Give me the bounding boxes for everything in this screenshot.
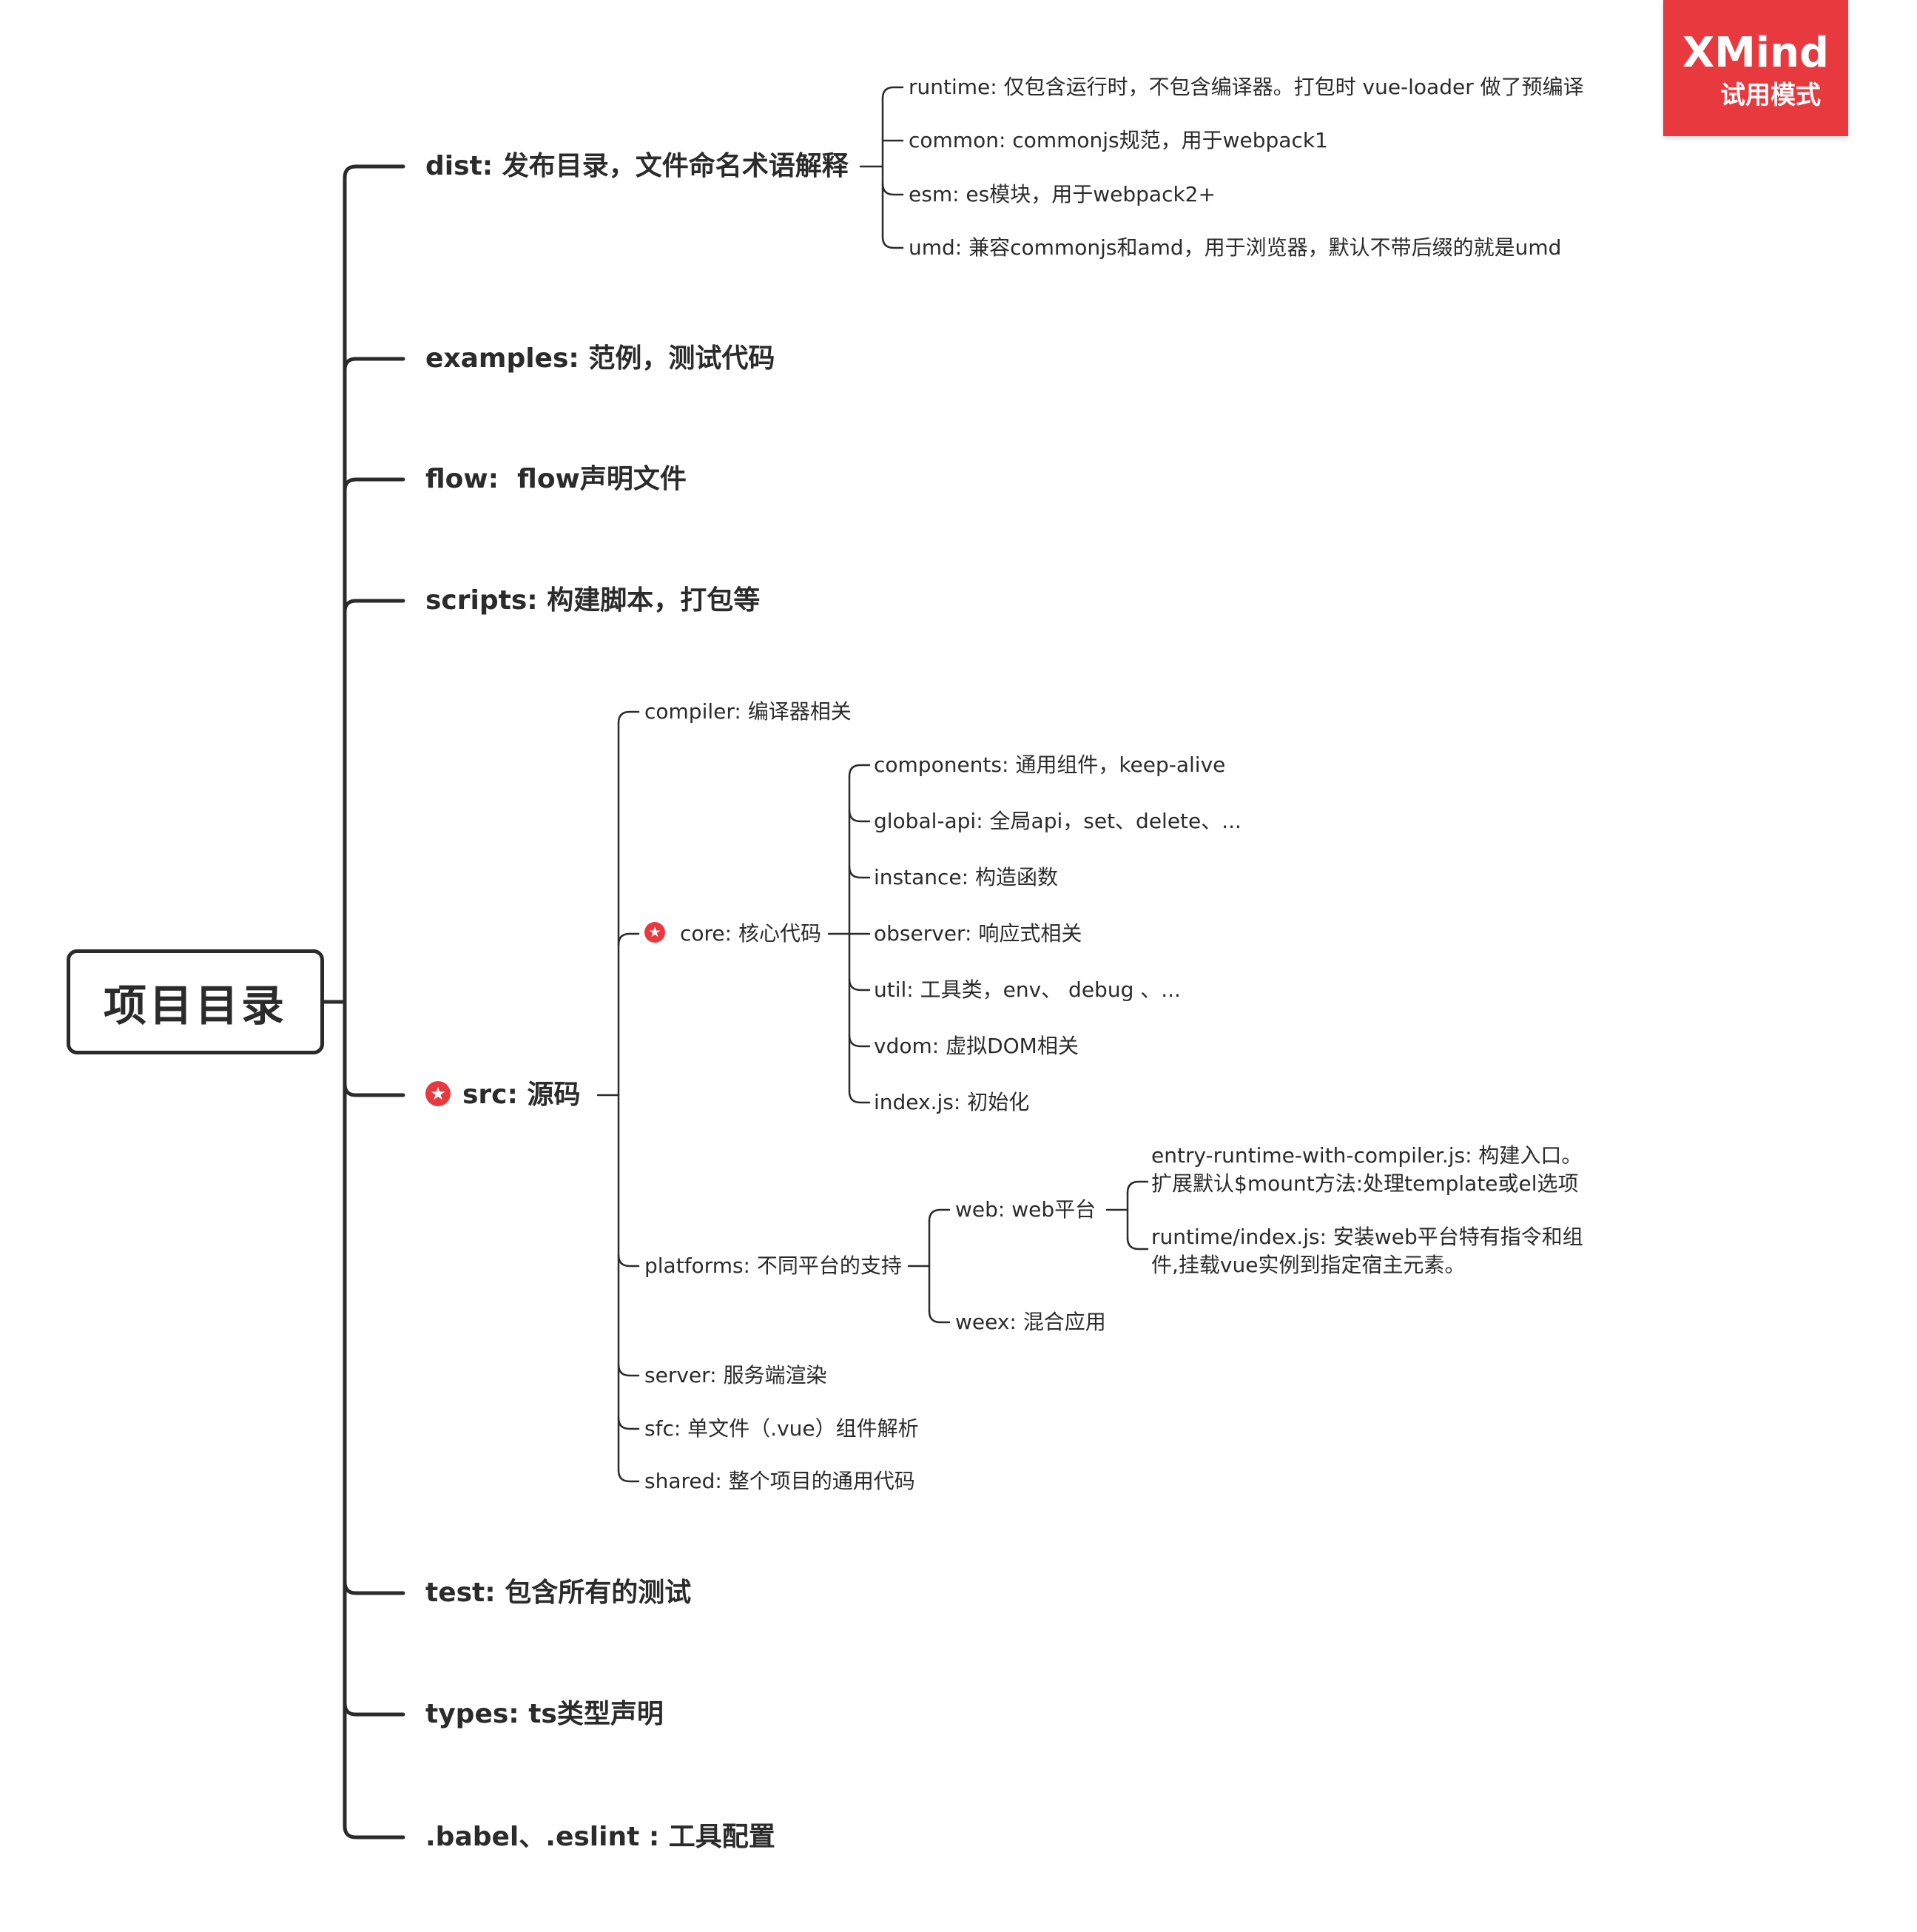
- subtopic-core-global-api[interactable]: global-api: 全局api，set、delete、...: [874, 809, 1241, 833]
- star-marker-icon: ★: [644, 922, 665, 943]
- topic-key: flow:: [425, 464, 499, 494]
- topic-desc: 发布目录，文件命名术语解释: [493, 151, 849, 181]
- subtopic-core-instance[interactable]: instance: 构造函数: [874, 865, 1058, 889]
- subtopic-core-components[interactable]: components: 通用组件，keep-alive: [874, 753, 1226, 777]
- topic-flow[interactable]: flow: flow声明文件: [425, 466, 687, 493]
- topic-desc: 范例，测试代码: [579, 343, 775, 374]
- subtopic-sfc[interactable]: sfc: 单文件（.vue）组件解析: [644, 1416, 919, 1441]
- subtopic-core-index[interactable]: index.js: 初始化: [874, 1090, 1030, 1114]
- topic-desc: 源码: [517, 1080, 581, 1110]
- topic-key: examples:: [425, 343, 579, 374]
- subtopic-platforms-web[interactable]: web: web平台: [955, 1197, 1096, 1222]
- xmind-trial-badge: XMind 试用模式: [1663, 0, 1848, 136]
- subtopic-core[interactable]: ★ core: 核心代码: [644, 921, 821, 946]
- topic-key: src:: [462, 1080, 518, 1110]
- topic-desc: 工具配置: [659, 1822, 775, 1852]
- topic-key: test:: [425, 1578, 496, 1608]
- subtopic-web-entry[interactable]: entry-runtime-with-compiler.js: 构建入口。 扩展…: [1151, 1142, 1582, 1198]
- topic-scripts[interactable]: scripts: 构建脚本，打包等: [425, 588, 760, 614]
- topic-examples[interactable]: examples: 范例，测试代码: [425, 346, 775, 372]
- subtopic-core-label: core: 核心代码: [680, 921, 821, 946]
- topic-desc: 构建脚本，打包等: [537, 585, 761, 616]
- subtopic-web-entry-line1: entry-runtime-with-compiler.js: 构建入口。: [1151, 1143, 1583, 1168]
- subtopic-web-entry-line2: 扩展默认$mount方法:处理template或el选项: [1151, 1171, 1579, 1196]
- topic-key: dist:: [425, 151, 493, 181]
- subtopic-dist-common[interactable]: common: commonjs规范，用于webpack1: [909, 128, 1328, 152]
- topic-key: .babel、.eslint :: [425, 1822, 660, 1852]
- subtopic-server[interactable]: server: 服务端渲染: [644, 1363, 827, 1387]
- topic-test[interactable]: test: 包含所有的测试: [425, 1580, 691, 1606]
- topic-key: types:: [425, 1699, 519, 1729]
- topic-key: scripts:: [425, 585, 538, 616]
- root-topic[interactable]: 项目目录: [67, 949, 324, 1054]
- subtopic-shared[interactable]: shared: 整个项目的通用代码: [644, 1469, 915, 1493]
- subtopic-web-runtime-line1: runtime/index.js: 安装web平台特有指令和组: [1151, 1225, 1583, 1249]
- topic-desc: 包含所有的测试: [495, 1578, 692, 1608]
- subtopic-platforms-weex[interactable]: weex: 混合应用: [955, 1310, 1106, 1334]
- topic-dist[interactable]: dist: 发布目录，文件命名术语解释: [425, 153, 849, 180]
- subtopic-web-runtime-line2: 件,挂载vue实例到指定宿主元素。: [1151, 1253, 1466, 1277]
- subtopic-web-runtime[interactable]: runtime/index.js: 安装web平台特有指令和组 件,挂载vue实…: [1151, 1223, 1583, 1279]
- subtopic-dist-umd[interactable]: umd: 兼容commonjs和amd，用于浏览器，默认不带后缀的就是umd: [909, 235, 1562, 260]
- subtopic-compiler[interactable]: compiler: 编译器相关: [644, 699, 852, 724]
- badge-mode: 试用模式: [1720, 81, 1821, 110]
- topic-src[interactable]: ★ src: 源码: [425, 1080, 581, 1110]
- subtopic-core-vdom[interactable]: vdom: 虚拟DOM相关: [874, 1034, 1079, 1058]
- topic-desc: flow声明文件: [499, 464, 687, 494]
- subtopic-dist-esm[interactable]: esm: es模块，用于webpack2+: [909, 182, 1216, 206]
- subtopic-core-util[interactable]: util: 工具类，env、 debug 、...: [874, 977, 1181, 1002]
- subtopic-core-observer[interactable]: observer: 响应式相关: [874, 921, 1082, 946]
- subtopic-dist-runtime[interactable]: runtime: 仅包含运行时，不包含编译器。打包时 vue-loader 做了…: [909, 75, 1584, 99]
- topic-babel-eslint[interactable]: .babel、.eslint : 工具配置: [425, 1824, 775, 1851]
- topic-desc: ts类型声明: [519, 1699, 664, 1729]
- star-marker-icon: ★: [425, 1081, 451, 1106]
- topic-types[interactable]: types: ts类型声明: [425, 1701, 664, 1728]
- badge-brand: XMind: [1682, 29, 1830, 77]
- root-topic-label: 项目目录: [103, 980, 287, 1031]
- subtopic-platforms[interactable]: platforms: 不同平台的支持: [644, 1253, 902, 1278]
